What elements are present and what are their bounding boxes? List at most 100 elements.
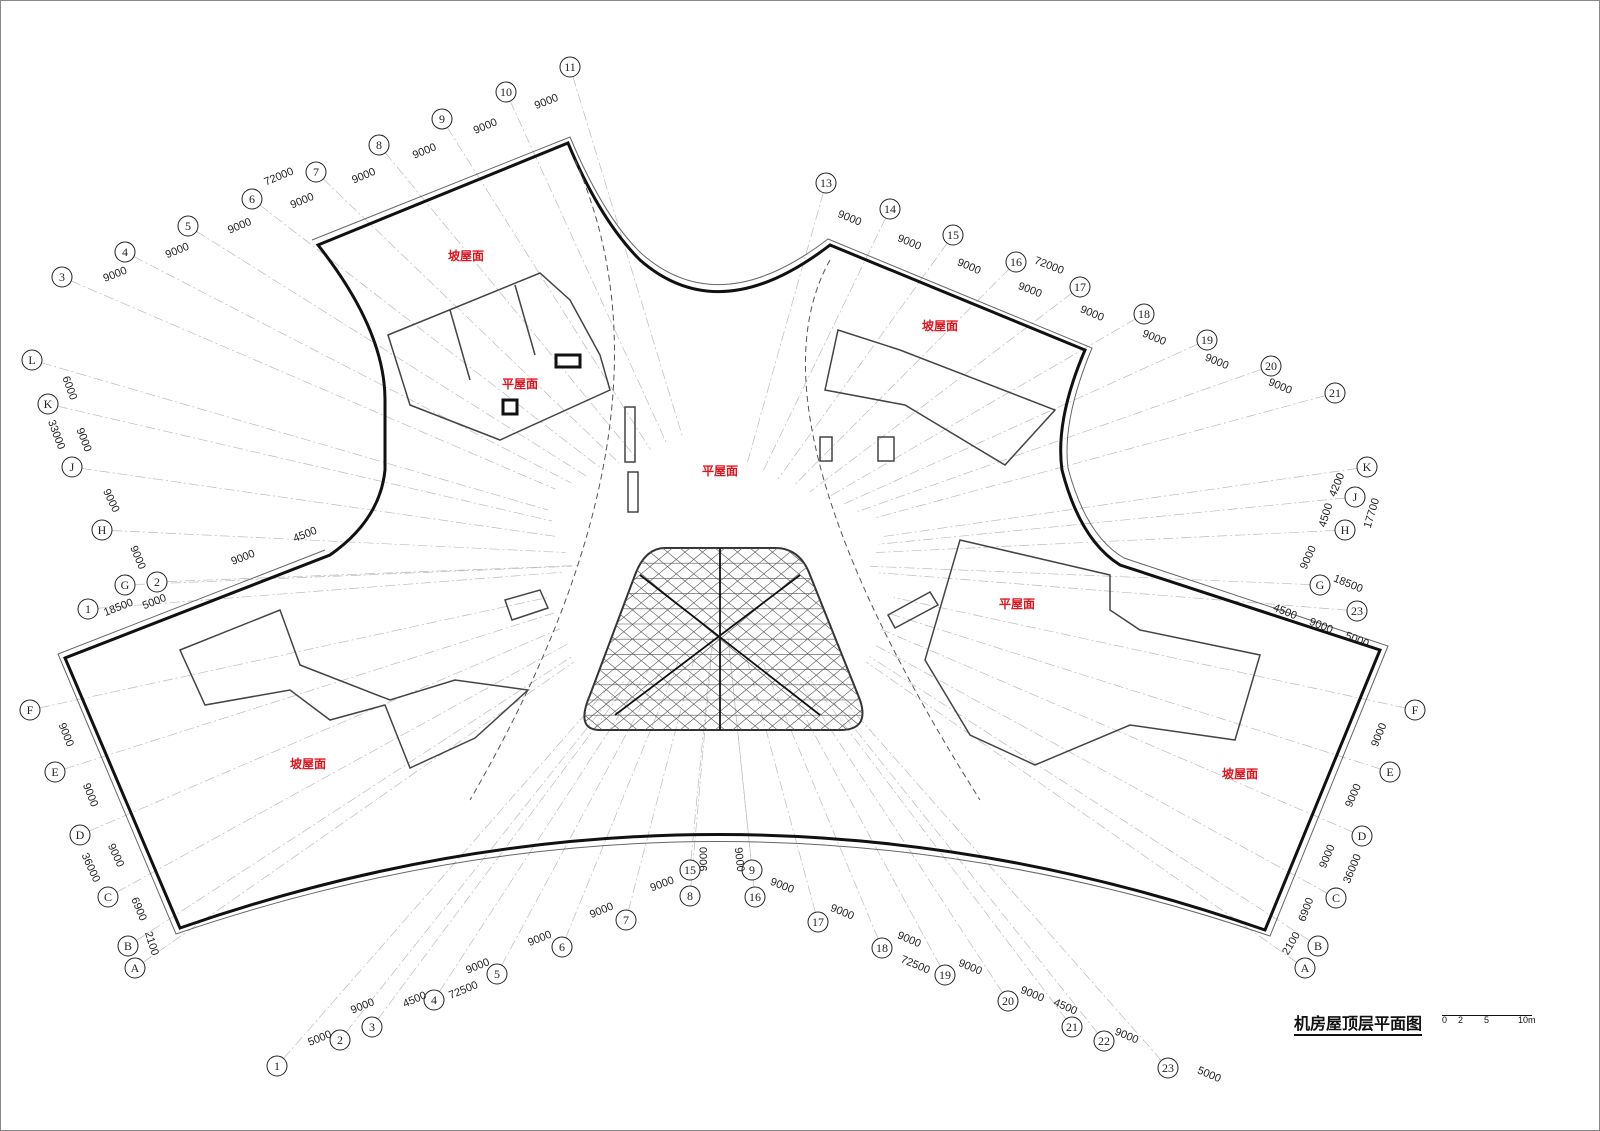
axis-label: 2: [154, 575, 160, 589]
axis-label: 9: [749, 863, 755, 877]
scale-tick: 2: [1458, 1015, 1464, 1025]
axis-bubbles: 34567891011131415161718192021LKJHGFEDCBA…: [19, 56, 1426, 1079]
axis-bubble: [61, 456, 83, 478]
dimension-text: 9000: [164, 241, 191, 261]
dimension-text: 5000: [1195, 1065, 1222, 1086]
dimension-total: 72000: [1033, 255, 1066, 277]
axis-bubble: [1344, 486, 1366, 508]
axis-bubble: [1005, 251, 1027, 273]
dimension-text: 9000: [1203, 352, 1230, 372]
axis-bubble: [1061, 1016, 1083, 1038]
dimension-text: 9000: [350, 166, 377, 187]
axis-label: 14: [884, 202, 896, 216]
axis-label: 9: [439, 112, 445, 126]
axis-bubble: [77, 598, 99, 620]
scale-bar: 0 2 5 10m: [1442, 1015, 1536, 1025]
drawing-title: 机房屋顶层平面图: [1294, 1010, 1423, 1036]
axis-label: B: [124, 939, 132, 953]
axis-label: 4: [122, 245, 128, 259]
axis-bubble: [1351, 825, 1373, 847]
axis-bubble: [266, 1055, 288, 1077]
axis-bubble: [1133, 303, 1155, 325]
dimension-text: 9000: [1078, 303, 1105, 324]
dashed-divider-right: [804, 259, 981, 801]
axis-label: 21: [1329, 386, 1341, 400]
axis-bubble: [615, 909, 637, 931]
axis-bubble: [117, 935, 139, 957]
axis-label: 16: [749, 890, 761, 904]
axis-bubble: [19, 699, 41, 721]
dimension-text: 5000: [306, 1028, 333, 1048]
dimension-text: 9000: [411, 141, 438, 161]
dimension-text: 5000: [141, 592, 168, 612]
dimension-text: 9000: [1141, 328, 1168, 348]
axis-label: 2: [337, 1033, 343, 1047]
dimension-text: 2100: [1280, 930, 1303, 957]
axis-label: 20: [1002, 994, 1014, 1008]
dimension-text: 9000: [1307, 616, 1334, 636]
dimension-text: 9000: [957, 957, 984, 977]
axis-label: 8: [376, 138, 382, 152]
axis-bubble: [177, 215, 199, 237]
axis-label: 19: [1201, 333, 1213, 347]
axis-label: A: [1301, 961, 1310, 975]
axis-bubble: [879, 198, 901, 220]
axis-label: 11: [564, 60, 576, 74]
axis-bubble: [1196, 329, 1218, 351]
axis-bubble: [97, 886, 119, 908]
dimension-text: 9000: [1016, 280, 1043, 300]
dimension-text: 9000: [526, 929, 553, 949]
dimension-text: 9000: [649, 874, 676, 894]
axis-label: 21: [1066, 1020, 1078, 1034]
dimension-text: 9000: [1298, 544, 1319, 571]
axis-label: 18: [1138, 307, 1150, 321]
dimension-total: 72500: [899, 954, 932, 977]
axis-label: 1: [85, 602, 91, 616]
axis-bubble: [934, 964, 956, 986]
label-slope-roof-top-right: 坡屋面: [922, 318, 958, 333]
dimension-text: 9000: [1369, 721, 1389, 748]
axis-label: 6: [559, 940, 565, 954]
axis-label: E: [1386, 765, 1393, 779]
dimension-text: 9000: [1317, 843, 1338, 870]
label-slope-roof-bottom-left: 坡屋面: [290, 756, 326, 771]
axis-label: 10: [500, 85, 512, 99]
axis-bubble: [486, 963, 508, 985]
axis-bubble: [69, 824, 91, 846]
axis-bubble: [744, 886, 766, 908]
axis-bubble: [495, 81, 517, 103]
dimension-total: 18500: [1332, 573, 1365, 596]
dimension-total: 36000: [79, 851, 103, 884]
axis-label: 23: [1162, 1061, 1174, 1075]
axis-label: J: [1353, 490, 1358, 504]
axis-bubble: [1356, 456, 1378, 478]
axis-label: 17: [1074, 280, 1086, 294]
axis-label: H: [98, 523, 107, 537]
axis-label: C: [104, 890, 112, 904]
dimension-total: 72500: [447, 979, 480, 1002]
axis-bubble: [871, 937, 893, 959]
dimension-text: 9000: [836, 208, 863, 228]
dimension-text: 9000: [955, 256, 982, 277]
axis-bubble: [361, 1016, 383, 1038]
axis-bubble: [1404, 699, 1426, 721]
axis-bubble: [114, 574, 136, 596]
dimension-total: 36000: [1341, 852, 1364, 885]
axis-label: 5: [185, 219, 191, 233]
dimension-text: 9000: [80, 782, 100, 809]
axis-bubble: [423, 989, 445, 1011]
axis-bubble: [51, 266, 73, 288]
axis-label: A: [131, 961, 140, 975]
dimension-text: 5000: [1343, 630, 1370, 650]
dimension-text: 4500: [1317, 502, 1336, 529]
dimension-text: 9000: [56, 721, 76, 748]
axis-label: 7: [623, 913, 629, 927]
axis-bubble: [431, 108, 453, 130]
dimension-text: 6900: [1296, 896, 1316, 923]
axis-label: 3: [369, 1020, 375, 1034]
axis-label: 4: [431, 993, 437, 1007]
axis-label: 3: [59, 270, 65, 284]
axis-label: 7: [313, 165, 319, 179]
axis-bubble: [1069, 276, 1091, 298]
axis-bubble: [1324, 382, 1346, 404]
